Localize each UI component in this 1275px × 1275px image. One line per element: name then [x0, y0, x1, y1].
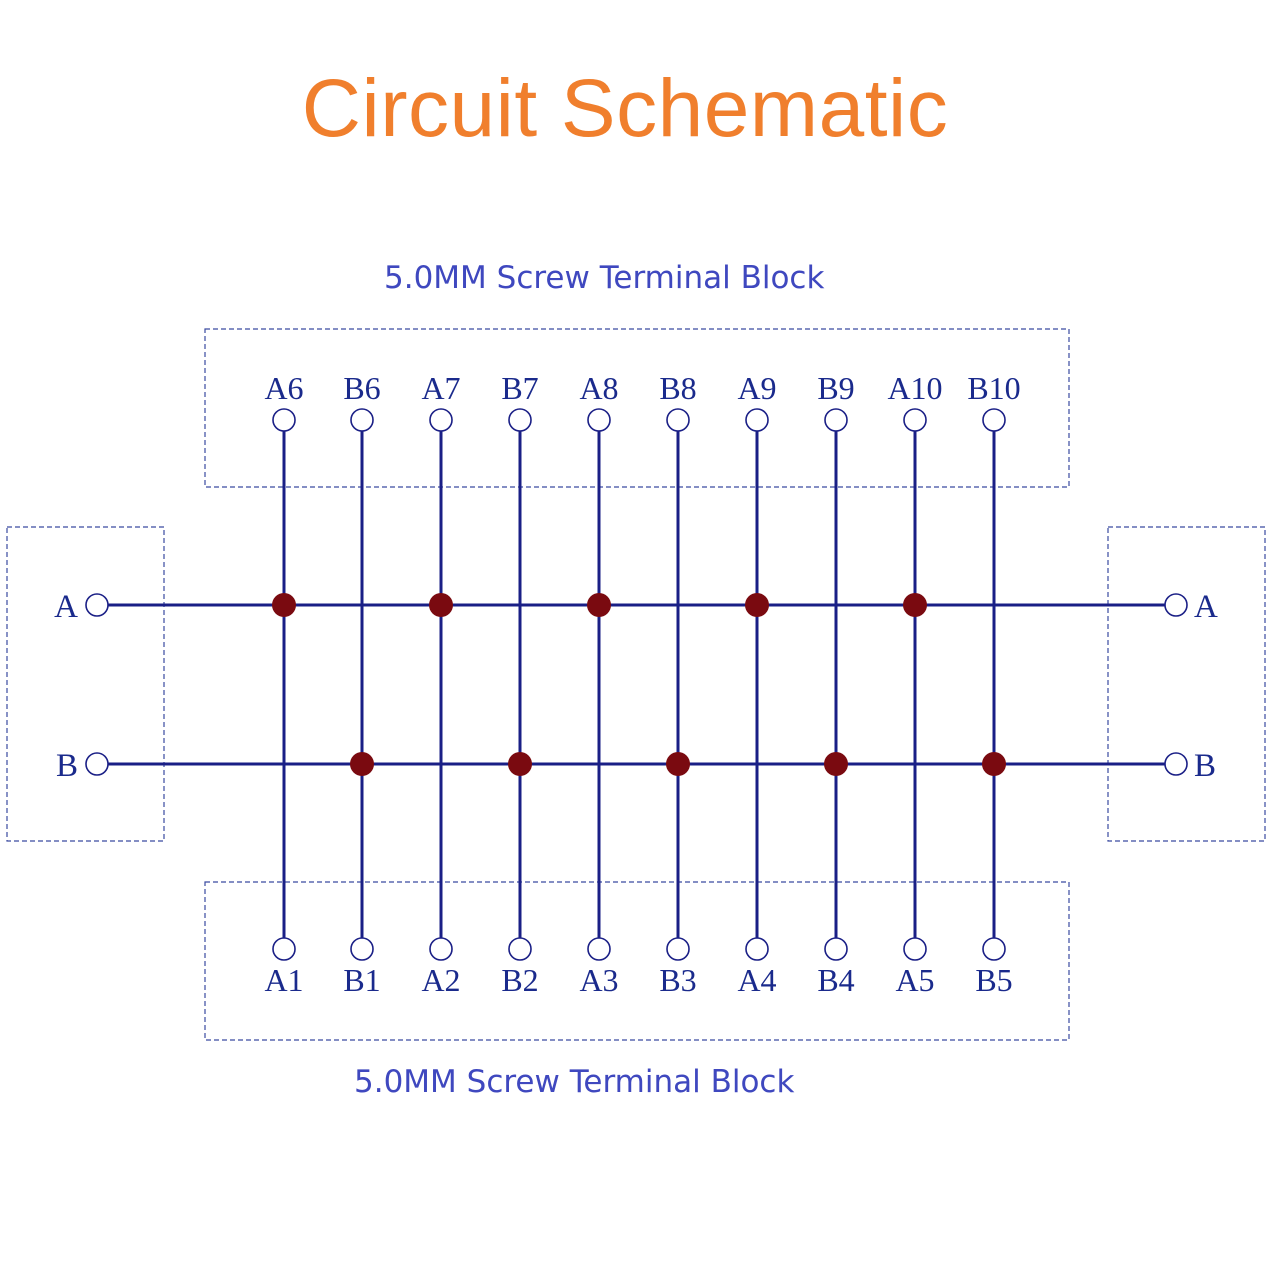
junction-dot — [982, 752, 1006, 776]
terminal-pin — [272, 408, 296, 432]
top-pin-label: B7 — [501, 370, 538, 406]
page-title: Circuit Schematic — [301, 63, 949, 154]
top-pin-label: B9 — [817, 370, 854, 406]
bottom-pin-label: B1 — [343, 962, 380, 998]
terminal-pin — [1164, 593, 1188, 617]
terminal-pin — [85, 593, 109, 617]
top-pin-label: B10 — [967, 370, 1020, 406]
right-bus-label: A — [1194, 589, 1218, 625]
top-pin-label: A9 — [737, 370, 776, 406]
top-pin-label: A6 — [264, 370, 303, 406]
terminal-pin — [745, 937, 769, 961]
junction-dot — [745, 593, 769, 617]
bottom-pin-label: A5 — [895, 962, 934, 998]
terminal-pin — [272, 937, 296, 961]
bottom-block-caption: 5.0MM Screw Terminal Block — [354, 1064, 795, 1100]
terminal-pin — [903, 408, 927, 432]
top-pin-label: A8 — [579, 370, 618, 406]
bottom-pin-label: B2 — [501, 962, 538, 998]
terminal-pin — [429, 408, 453, 432]
terminal-pin — [745, 408, 769, 432]
terminal-pin — [350, 408, 374, 432]
bottom-pin-label: A4 — [737, 962, 776, 998]
terminal-block-outlines — [6, 328, 1266, 1041]
terminal-pin — [824, 408, 848, 432]
junction-dot — [903, 593, 927, 617]
bottom-pin-label: A3 — [579, 962, 618, 998]
top-pin-label: A10 — [887, 370, 942, 406]
bottom-pin-label: A1 — [264, 962, 303, 998]
top-terminal-block-outline — [204, 328, 1070, 488]
terminal-pin — [429, 937, 453, 961]
terminal-pin — [982, 408, 1006, 432]
junction-dot — [824, 752, 848, 776]
terminal-pin — [824, 937, 848, 961]
junction-dots — [272, 593, 1006, 776]
junction-dot — [429, 593, 453, 617]
terminal-pins — [85, 408, 1188, 961]
left-terminal-block-outline — [6, 526, 165, 842]
bottom-pin-label: B3 — [659, 962, 696, 998]
bottom-pin-label: B4 — [817, 962, 854, 998]
junction-dot — [666, 752, 690, 776]
junction-dot — [508, 752, 532, 776]
top-block-caption: 5.0MM Screw Terminal Block — [384, 260, 825, 296]
junction-dot — [350, 752, 374, 776]
junction-dot — [272, 593, 296, 617]
terminal-pin — [350, 937, 374, 961]
terminal-pin — [1164, 752, 1188, 776]
terminal-pin — [903, 937, 927, 961]
top-pin-label: B8 — [659, 370, 696, 406]
bottom-pin-label: B5 — [975, 962, 1012, 998]
wires — [108, 431, 1165, 938]
terminal-pin — [666, 408, 690, 432]
left-bus-label: A — [54, 589, 78, 625]
terminal-pin — [666, 937, 690, 961]
terminal-pin — [982, 937, 1006, 961]
top-pin-label: B6 — [343, 370, 380, 406]
bottom-pin-label: A2 — [421, 962, 460, 998]
terminal-pin — [85, 752, 109, 776]
terminal-pin — [508, 937, 532, 961]
bottom-terminal-block-outline — [204, 881, 1070, 1041]
terminal-pin — [508, 408, 532, 432]
terminal-pin — [587, 408, 611, 432]
junction-dot — [587, 593, 611, 617]
right-bus-label: B — [1194, 748, 1216, 784]
top-pin-label: A7 — [421, 370, 460, 406]
left-bus-label: B — [56, 748, 78, 784]
right-terminal-block-outline — [1107, 526, 1266, 842]
terminal-pin — [587, 937, 611, 961]
